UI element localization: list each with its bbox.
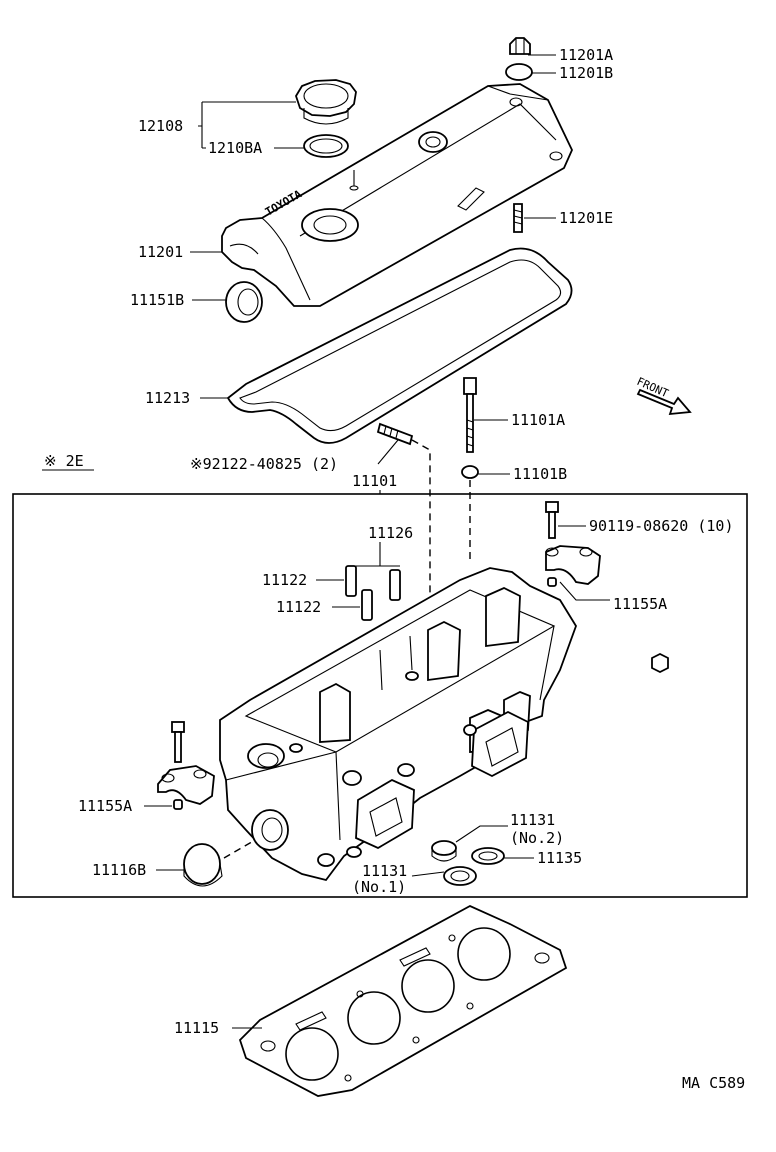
stud-assembly-line [411,439,431,600]
callout-12108: 12108 [138,117,183,135]
callout-92122: ※92122-40825 (2) [190,455,338,473]
bearing-cap-dowel-right [547,577,557,587]
callout-11201e: 11201E [559,209,613,227]
cylinder-head [219,567,577,882]
callout-11151b: 11151B [130,291,184,309]
callout-11201b: 11201B [559,64,613,82]
cylinder-head-stud [376,422,414,446]
footer-code: MA C589 [682,1074,745,1092]
cover-stud-bolt [513,203,523,233]
leader-lines [144,54,610,1029]
oil-filler-cap [295,79,357,125]
callout-11131-no2-sub: (No.2) [510,829,564,847]
callout-90119: 90119-08620 (10) [589,517,734,535]
cover-seal-washer [505,63,533,81]
callout-11131-no2: 11131 [510,811,555,829]
callout-11122-lower: 11122 [276,598,321,616]
callout-11213: 11213 [145,389,190,407]
camshaft-bearing-cap-left [157,765,215,805]
cylinder-head-bolt-washer [461,465,479,479]
loose-nut [651,652,669,674]
callout-11201a: 11201A [559,46,613,64]
front-direction-arrow: FRONT [635,375,692,416]
oil-filler-cap-gasket [303,134,349,158]
bearing-cap-dowel-left [173,799,183,810]
camshaft-bearing-cap-right [545,545,601,585]
callout-11131-no1: 11131 [362,862,407,880]
callout-11155a-left: 11155A [78,797,132,815]
callout-11122-upper: 11122 [262,571,307,589]
callout-11155a-right: 11155A [613,595,667,613]
callout-12108a: 1210BA [208,139,262,157]
cylinder-head-cover-gasket [226,247,573,444]
oil-filler-cap-gasket-inner [309,138,343,154]
callout-11201: 11201 [138,243,183,261]
valve-guide-bushing [345,565,401,621]
callout-11131-no1-sub: (No.1) [352,878,406,896]
callout-11115: 11115 [174,1019,219,1037]
valve-lifter-no2 [431,840,457,862]
valve-stem-seal [471,847,505,865]
head-oil-seal [183,843,223,887]
bearing-cap-bolt-left [171,721,185,763]
callout-11101: 11101 [352,472,397,490]
valve-lifter-no1 [443,866,477,886]
callout-11126: 11126 [368,524,413,542]
cylinder-head-bolt [463,377,477,453]
callout-11135: 11135 [537,849,582,867]
callout-11101b: 11101B [513,465,567,483]
cylinder-head-gasket [238,904,568,1097]
camshaft-oil-seal [225,281,263,323]
cover-nut [509,37,531,55]
callout-2e: ※ 2E [44,452,84,470]
callout-11101a: 11101A [511,411,565,429]
bearing-cap-bolt-right [545,501,559,539]
callout-11116b: 11116B [92,861,146,879]
